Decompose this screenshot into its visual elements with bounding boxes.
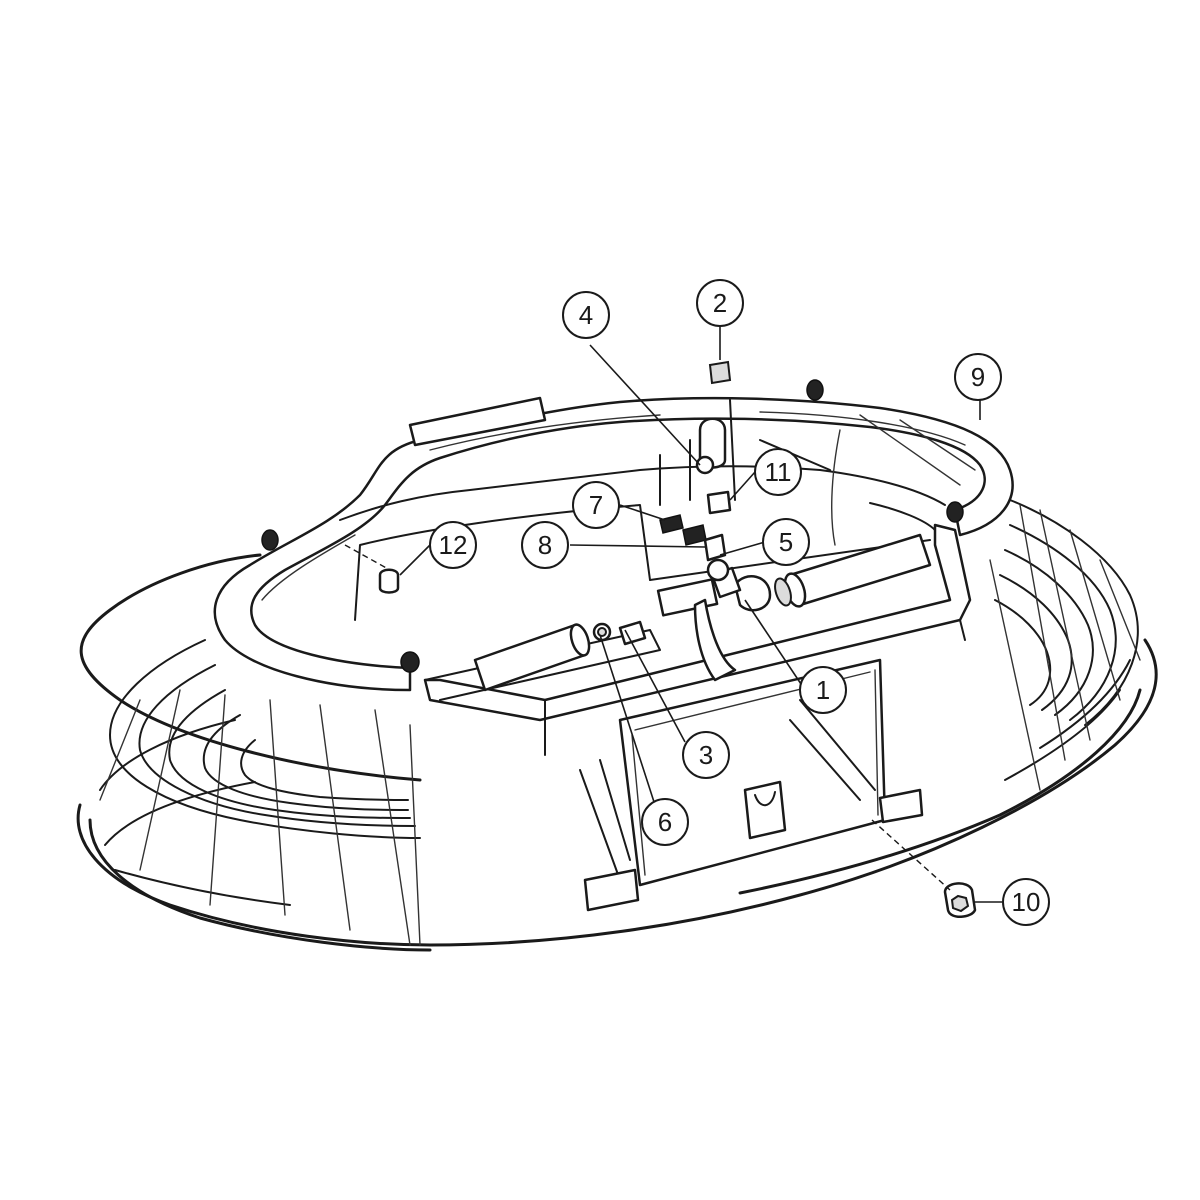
callout-6: 6 <box>641 798 689 846</box>
callout-label-3: 3 <box>699 740 713 770</box>
callout-5: 5 <box>762 518 810 566</box>
base-skirt <box>76 553 1158 952</box>
callout-label-4: 4 <box>579 300 593 330</box>
hydraulic-parts <box>261 360 977 918</box>
callout-10: 10 <box>1002 878 1050 926</box>
callout-9: 9 <box>954 353 1002 401</box>
callout-label-11: 11 <box>765 457 792 487</box>
leader-lines <box>344 325 1002 903</box>
left-cage <box>99 639 421 946</box>
callout-label-10: 10 <box>1012 887 1041 917</box>
callout-3: 3 <box>682 731 730 779</box>
callout-label-1: 1 <box>816 675 830 705</box>
right-cage <box>989 499 1141 791</box>
callout-label-9: 9 <box>971 362 985 392</box>
callout-11: 11 <box>754 448 802 496</box>
callout-label-2: 2 <box>713 288 727 318</box>
callout-12: 12 <box>429 521 477 569</box>
callout-7: 7 <box>572 481 620 529</box>
callout-label-8: 8 <box>538 530 552 560</box>
handle-ring <box>213 396 1014 692</box>
callout-label-7: 7 <box>589 490 603 520</box>
callout-label-12: 12 <box>439 530 468 560</box>
callout-1: 1 <box>799 666 847 714</box>
callout-label-6: 6 <box>658 807 672 837</box>
callout-4: 4 <box>562 291 610 339</box>
callout-8: 8 <box>521 521 569 569</box>
callout-2: 2 <box>696 279 744 327</box>
callout-label-5: 5 <box>779 527 793 557</box>
